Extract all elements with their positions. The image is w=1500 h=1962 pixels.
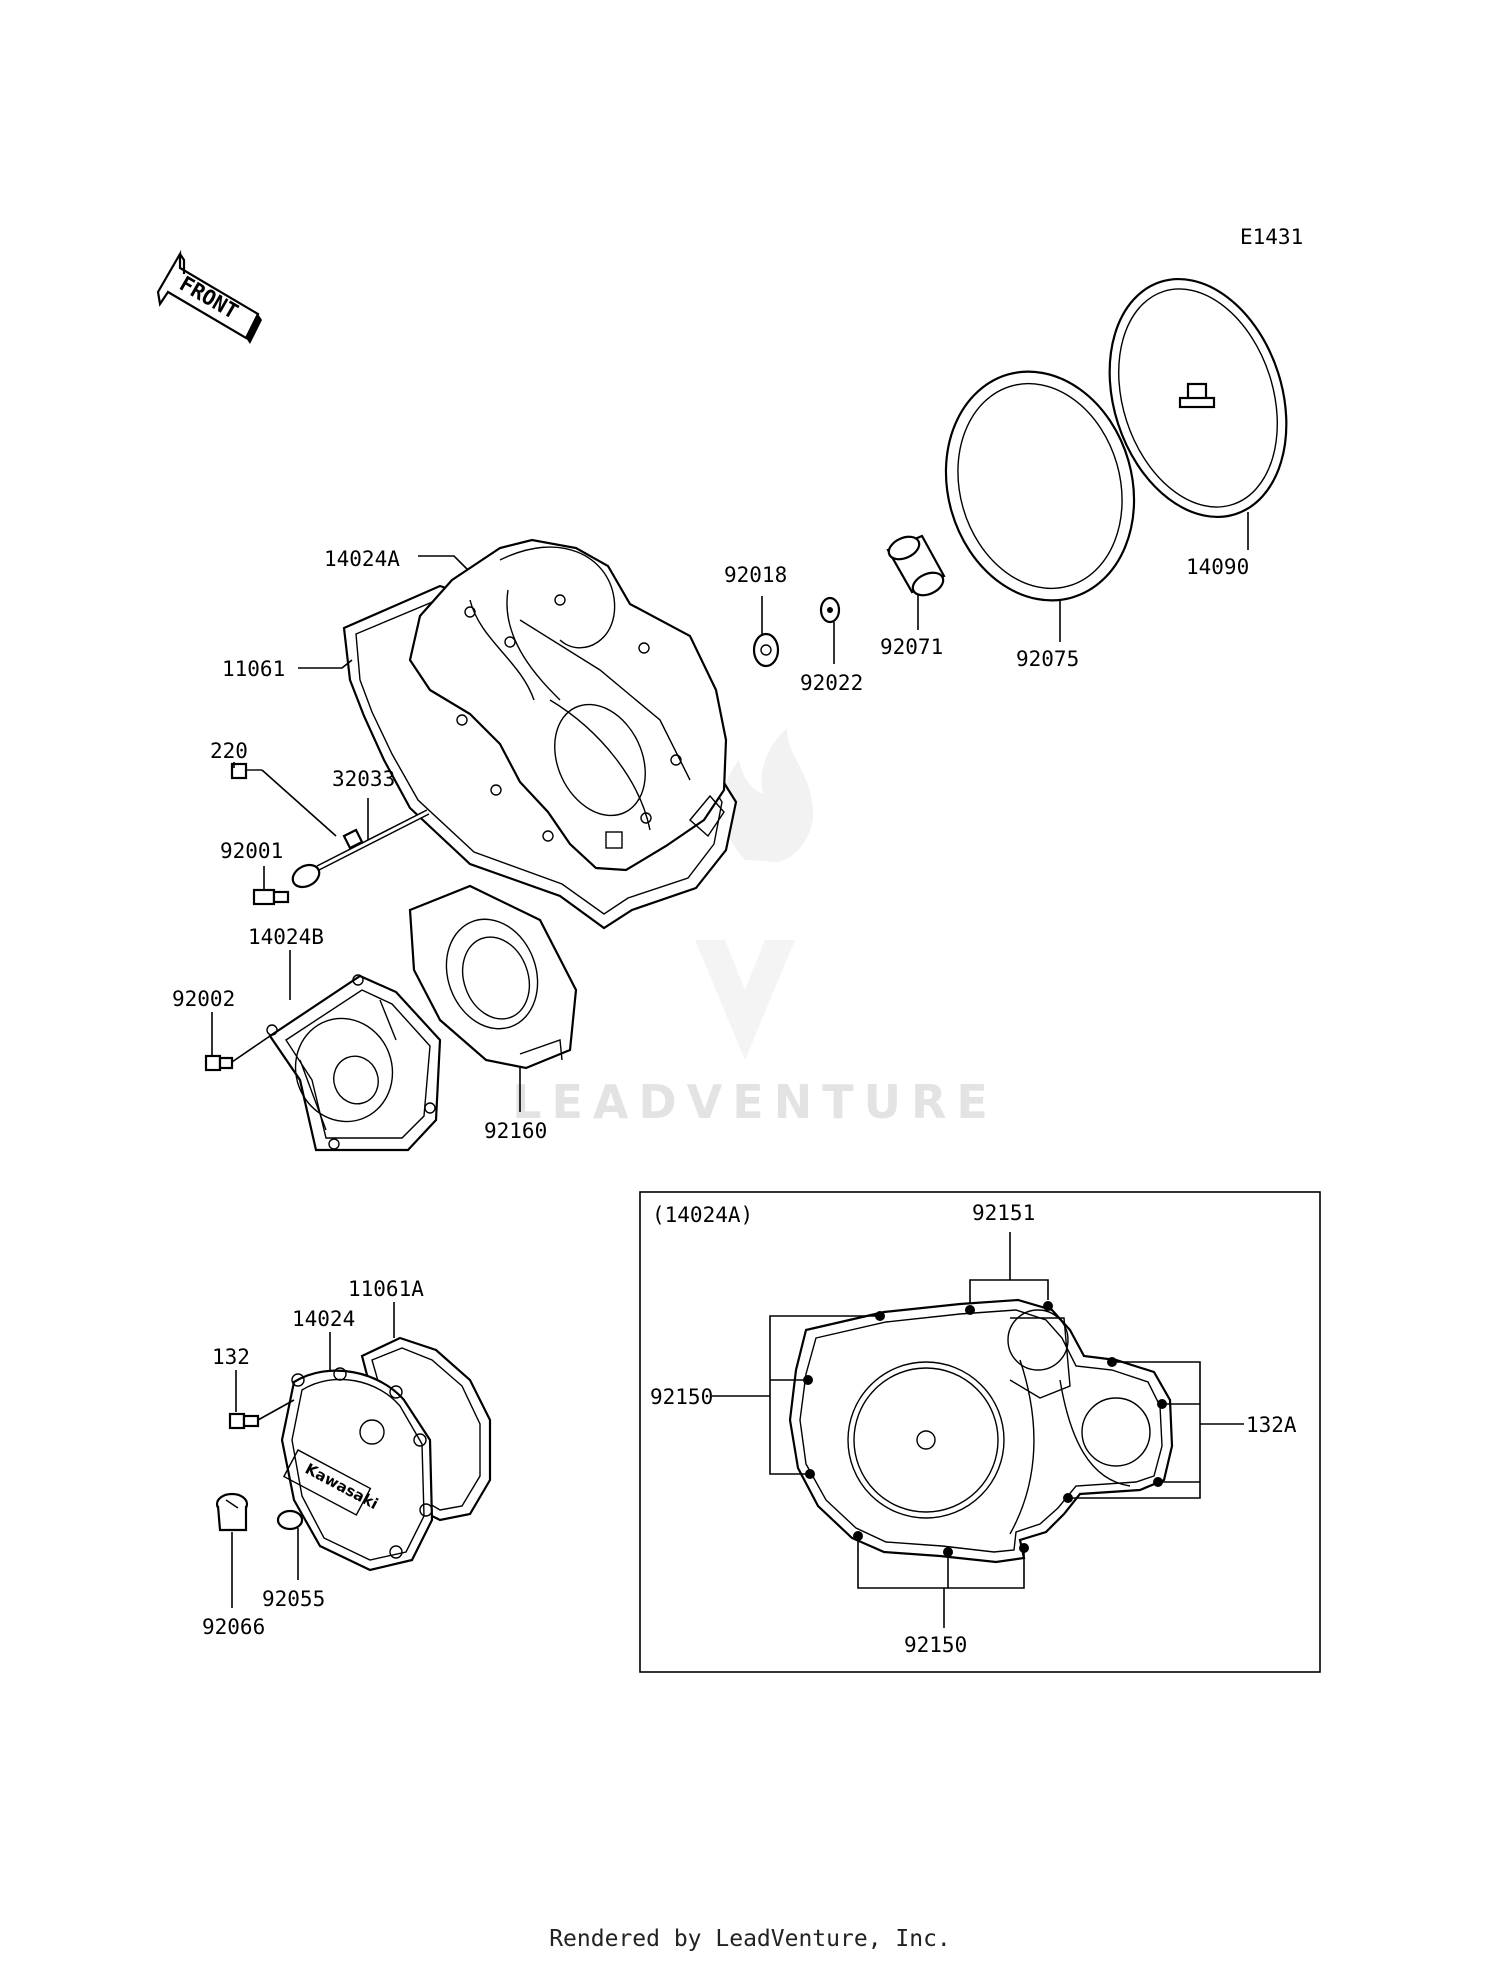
label-132: 132 <box>212 1345 250 1369</box>
part-92160-damper <box>408 884 578 1070</box>
part-14024A-cover <box>408 538 728 872</box>
part-14024B-cover <box>266 974 442 1152</box>
part-92002-bolt <box>204 1054 234 1072</box>
label-92055: 92055 <box>262 1587 325 1611</box>
footer-credit: Rendered by LeadVenture, Inc. <box>549 1926 951 1952</box>
watermark-text: LEADVENTURE <box>512 1075 998 1129</box>
label-92160: 92160 <box>484 1119 547 1143</box>
part-92001-bolt <box>252 888 290 906</box>
label-14024: 14024 <box>292 1307 355 1331</box>
label-92022: 92022 <box>800 671 863 695</box>
front-arrow-icon: FRONT <box>156 249 262 344</box>
label-92066: 92066 <box>202 1615 265 1639</box>
part-132-bolt <box>228 1412 260 1430</box>
inset-box <box>639 1191 1321 1673</box>
watermark-logo <box>695 728 813 1060</box>
label-11061: 11061 <box>222 657 285 681</box>
part-92075-oring <box>944 370 1136 602</box>
label-220: 220 <box>210 739 248 763</box>
inset-label-92151: 92151 <box>972 1201 1035 1225</box>
label-92075: 92075 <box>1016 647 1079 671</box>
diagram-code: E1431 <box>1240 225 1303 249</box>
part-220-bolt <box>230 762 262 780</box>
label-92001: 92001 <box>220 839 283 863</box>
label-11061A: 11061A <box>348 1277 424 1301</box>
inset-title: (14024A) <box>652 1203 753 1227</box>
part-14090-ring <box>1108 278 1288 518</box>
label-92018: 92018 <box>724 563 787 587</box>
inset-label-92150-left: 92150 <box>650 1385 713 1409</box>
part-92055-oring <box>276 1509 304 1531</box>
part-92071-plug <box>886 534 946 597</box>
label-14090: 14090 <box>1186 555 1249 579</box>
label-92071: 92071 <box>880 635 943 659</box>
inset-label-132A: 132A <box>1246 1413 1297 1437</box>
inset-label-92150-bottom: 92150 <box>904 1633 967 1657</box>
part-92066-plug <box>215 1492 249 1532</box>
label-14024A: 14024A <box>324 547 400 571</box>
label-14024B: 14024B <box>248 925 324 949</box>
part-32033-guide <box>291 809 430 889</box>
part-92018-seal <box>752 632 780 668</box>
part-14024-cover: Kawasaki <box>280 1367 434 1572</box>
label-92002: 92002 <box>172 987 235 1011</box>
inset-cover-14024A <box>788 1298 1174 1564</box>
label-32033: 32033 <box>332 767 395 791</box>
